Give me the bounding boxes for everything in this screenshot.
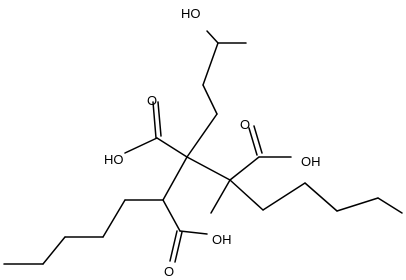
carbonyl-oxygen-upper-left: O	[147, 93, 157, 108]
carboxyl-hydroxyl-upper-left: HO	[104, 152, 124, 167]
pentyl-chain-left	[3, 199, 164, 265]
carbonyl-oxygen-lower: O	[164, 264, 174, 279]
carboxylic-acid-lower	[162, 199, 208, 263]
carboxyl-hydroxyl-lower: OH	[212, 232, 232, 247]
carboxylic-acid-upper-left	[124, 101, 188, 158]
methyl-group	[210, 179, 231, 214]
backbone	[162, 156, 188, 201]
pentyl-chain-right	[229, 179, 403, 214]
hydroxybutyl-chain	[186, 30, 247, 158]
hydroxyl-label: HO	[181, 6, 201, 21]
carboxyl-hydroxyl-upper-right: OH	[301, 154, 321, 169]
carboxylic-acid-upper-right	[186, 125, 292, 181]
carbonyl-oxygen-upper-right: O	[240, 117, 250, 132]
